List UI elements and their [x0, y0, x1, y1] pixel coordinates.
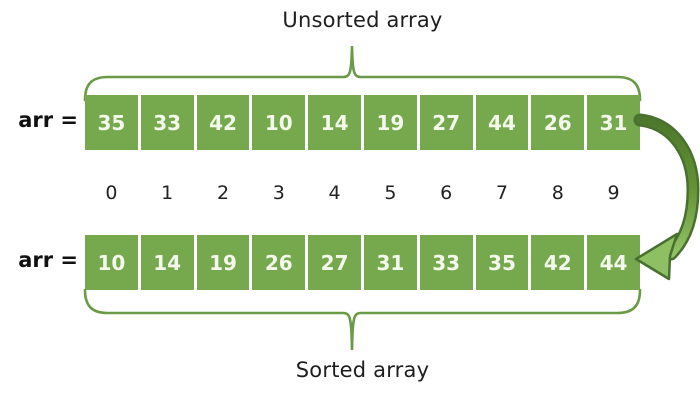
arr-label-bottom: arr = — [18, 248, 78, 272]
array-cell: 33 — [419, 235, 473, 290]
array-cell: 10 — [252, 95, 306, 150]
index-label: 1 — [161, 182, 174, 204]
array-cell: 19 — [196, 235, 250, 290]
index-row: 0 1 2 3 4 5 6 7 8 9 — [85, 181, 640, 205]
array-cell: 35 — [475, 235, 529, 290]
index-label: 6 — [440, 182, 453, 204]
curly-brace-top-icon — [83, 45, 642, 102]
array-cell: 35 — [85, 95, 138, 150]
sorted-array-title: Sorted array — [295, 358, 430, 382]
array-cell: 26 — [252, 235, 306, 290]
array-cell: 27 — [308, 235, 361, 290]
array-cell: 42 — [531, 235, 585, 290]
array-cell: 42 — [196, 95, 250, 150]
arr-label-top: arr = — [18, 108, 78, 132]
array-cell: 44 — [475, 95, 529, 150]
unsorted-array-title: Unsorted array — [282, 8, 443, 32]
index-label: 8 — [551, 182, 564, 204]
array-cell: 26 — [531, 95, 585, 150]
array-cell: 33 — [140, 95, 194, 150]
index-label: 0 — [105, 182, 118, 204]
array-cell: 19 — [363, 95, 417, 150]
index-label: 7 — [495, 182, 509, 204]
array-cell: 14 — [308, 95, 361, 150]
array-cell: 10 — [85, 235, 138, 290]
array-cell: 31 — [587, 95, 640, 150]
sort-curved-arrow-icon — [633, 113, 700, 281]
array-cell: 31 — [363, 235, 417, 290]
curly-brace-bottom-icon — [83, 288, 642, 351]
array-cell: 27 — [419, 95, 473, 150]
array-cell: 14 — [140, 235, 194, 290]
array-cell: 44 — [587, 235, 640, 290]
index-label: 9 — [607, 182, 620, 204]
index-label: 2 — [216, 182, 230, 204]
index-label: 4 — [328, 182, 341, 204]
index-label: 5 — [384, 182, 397, 204]
index-label: 3 — [272, 182, 285, 204]
